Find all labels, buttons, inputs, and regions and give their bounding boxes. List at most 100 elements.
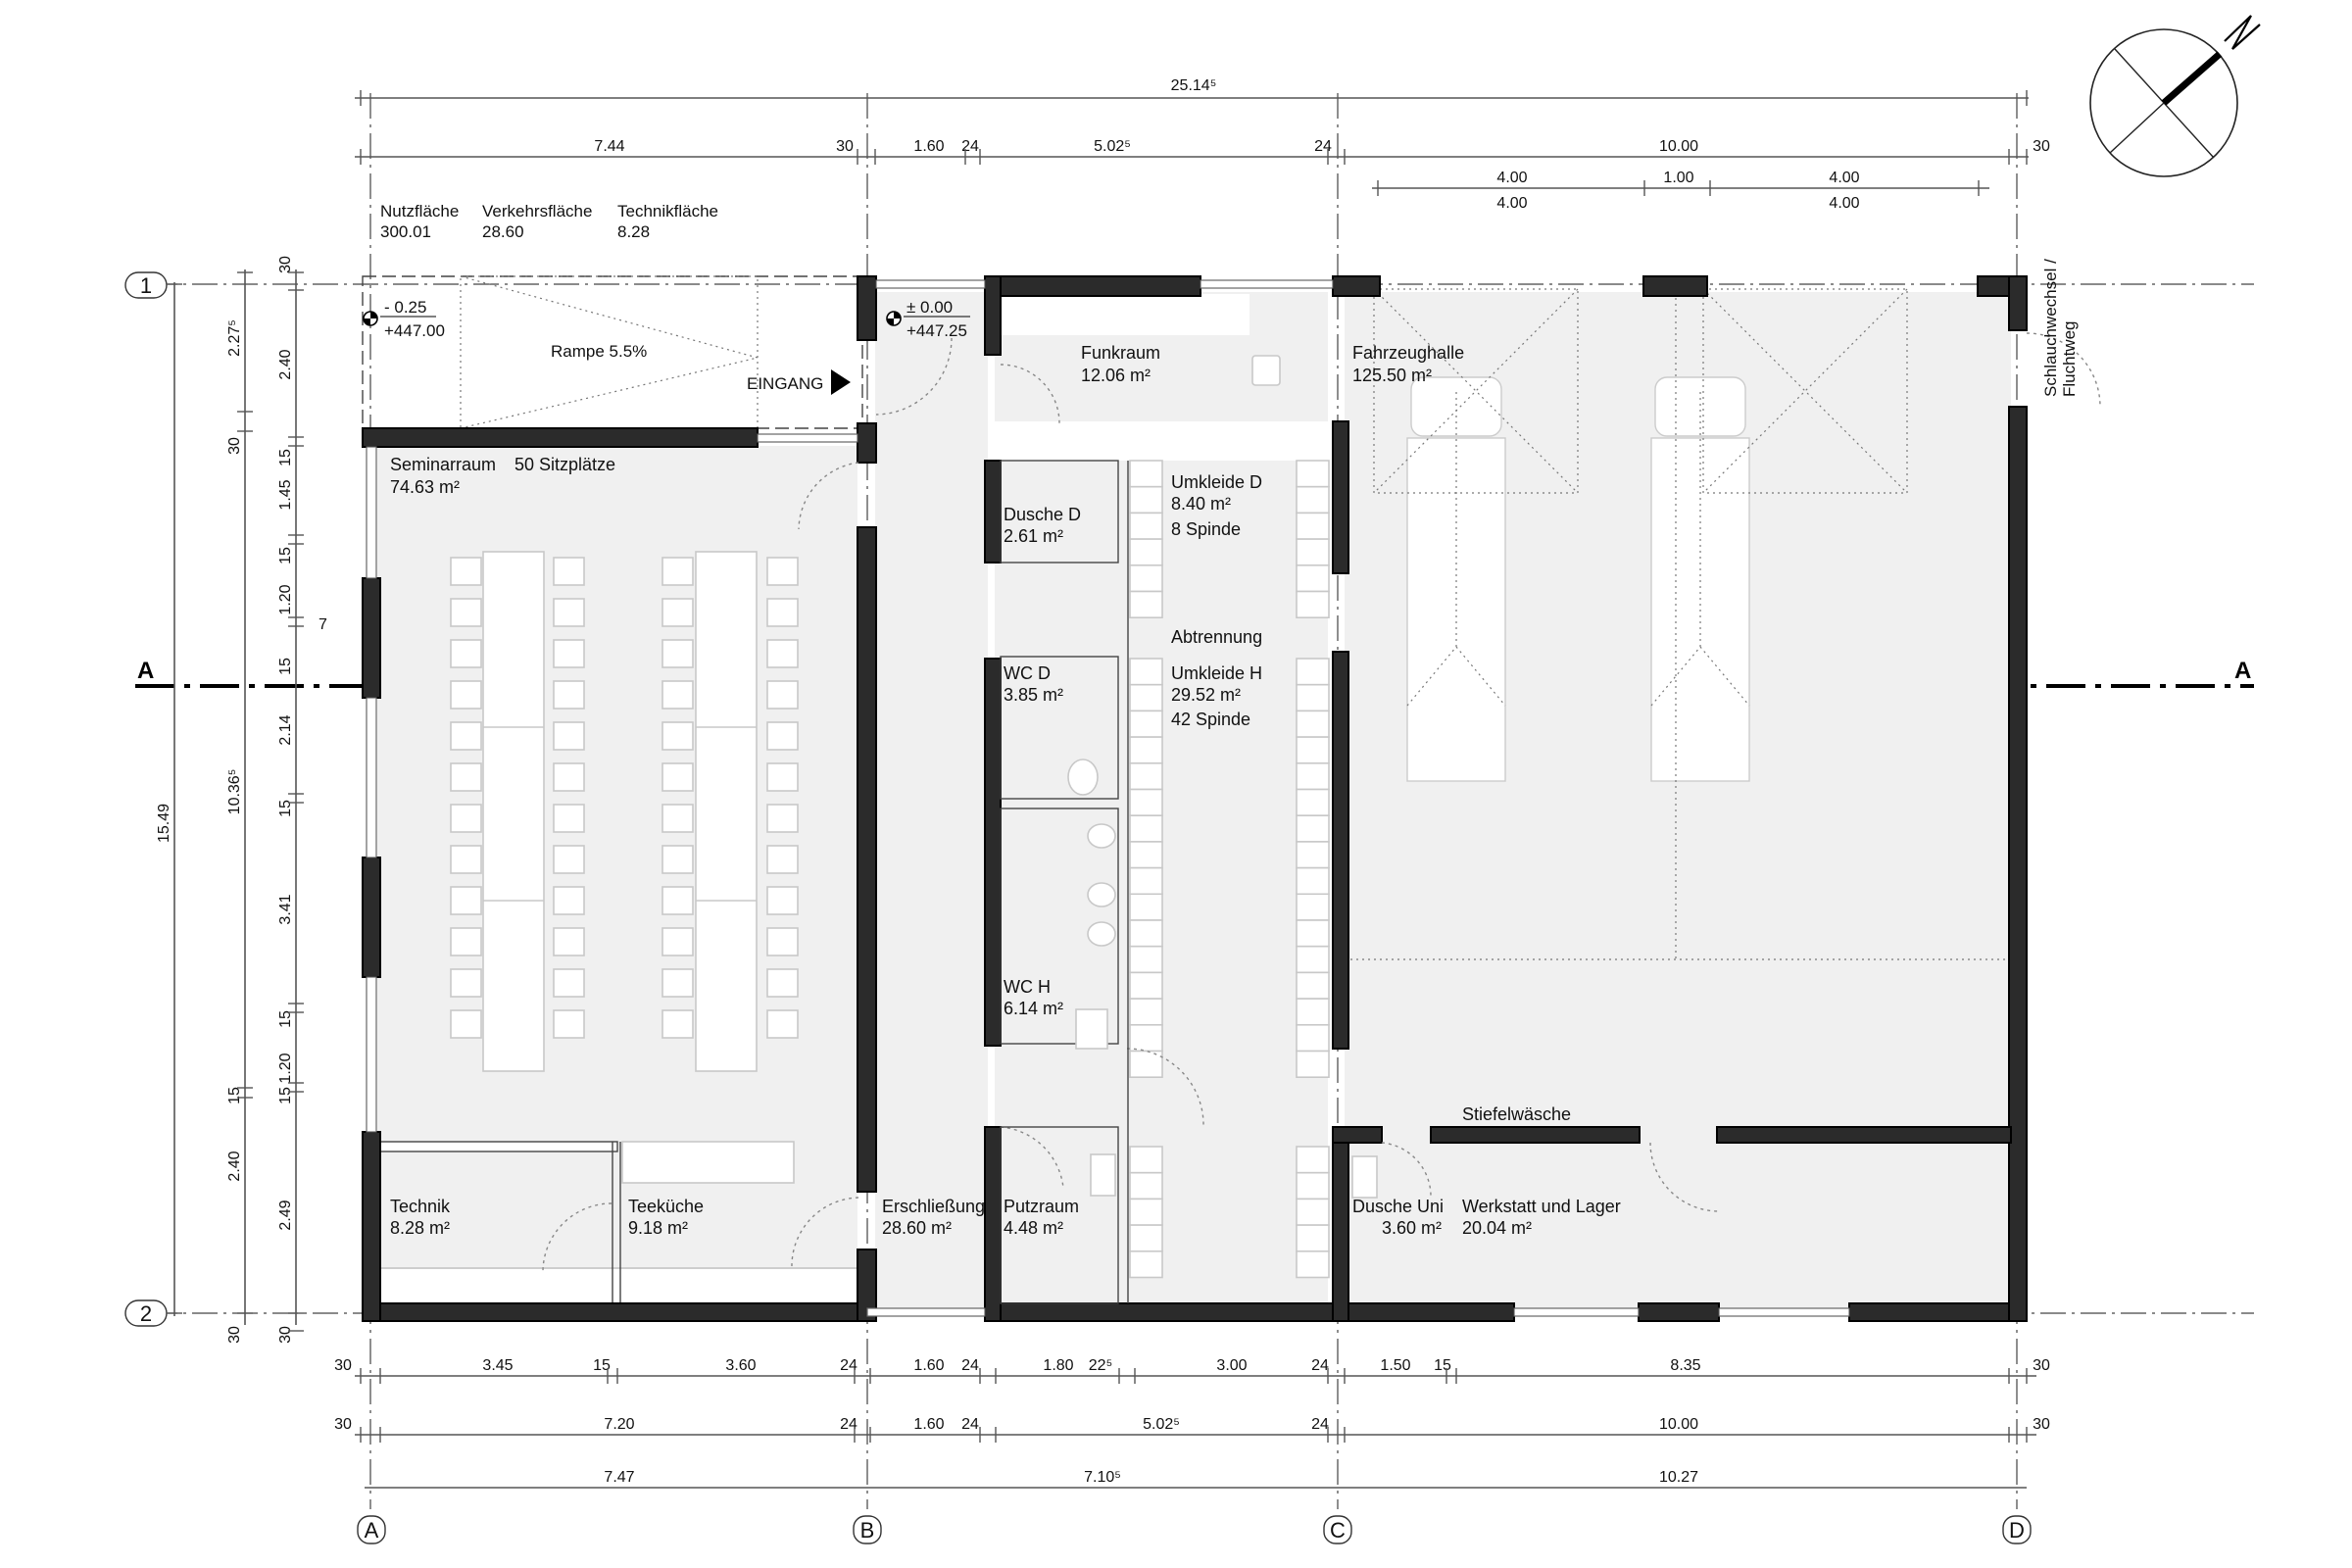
dimensions-bottom: 30 3.45 15 3.60 24 1.60 24 1.80 22⁵ 3.00… [334, 1357, 2050, 1489]
svg-text:8.28 m²: 8.28 m² [390, 1218, 450, 1238]
garage-door-swings [1345, 288, 2011, 960]
svg-text:30: 30 [277, 256, 294, 273]
svg-text:2.14: 2.14 [277, 714, 294, 745]
svg-text:1.60: 1.60 [913, 1357, 944, 1374]
svg-text:Schlauchwechsel /: Schlauchwechsel / [2041, 259, 2060, 397]
svg-text:Putzraum: Putzraum [1004, 1197, 1079, 1216]
svg-text:7.47: 7.47 [604, 1469, 634, 1486]
svg-text:7.20: 7.20 [604, 1416, 634, 1433]
svg-text:Werkstatt und Lager: Werkstatt und Lager [1462, 1197, 1621, 1216]
svg-text:12.06 m²: 12.06 m² [1081, 366, 1151, 385]
svg-text:10.27: 10.27 [1659, 1469, 1698, 1486]
svg-text:1: 1 [140, 273, 152, 298]
vehicle-2 [1650, 376, 1750, 782]
stiefelwaesche-label: Stiefelwäsche [1462, 1104, 1571, 1124]
svg-text:8.35: 8.35 [1670, 1357, 1700, 1374]
svg-text:300.01: 300.01 [380, 222, 431, 241]
svg-text:15: 15 [593, 1357, 611, 1374]
svg-text:Fahrzeughalle: Fahrzeughalle [1352, 343, 1464, 363]
svg-text:1.00: 1.00 [1663, 170, 1693, 186]
abtrennung-label: Abtrennung [1171, 627, 1262, 647]
svg-text:Seminarraum: Seminarraum [390, 455, 496, 474]
svg-text:3.60: 3.60 [725, 1357, 756, 1374]
room-putzraum: Putzraum 4.48 m² [1004, 1197, 1079, 1238]
room-werkstatt: Werkstatt und Lager 20.04 m² [1462, 1197, 1621, 1238]
svg-text:Teeküche: Teeküche [628, 1197, 704, 1216]
dimensions-top: 25.14⁵ 7.44 30 1.60 24 5.02⁵ 24 10.00 30… [355, 77, 2050, 212]
svg-text:2: 2 [140, 1301, 152, 1326]
room-umkleide-h: Umkleide H 29.52 m² 42 Spinde [1171, 663, 1262, 729]
svg-text:15: 15 [277, 658, 294, 675]
svg-text:7: 7 [318, 616, 327, 633]
svg-text:2.61 m²: 2.61 m² [1004, 526, 1063, 546]
svg-text:± 0.00: ± 0.00 [906, 298, 953, 317]
svg-text:42 Spinde: 42 Spinde [1171, 710, 1250, 729]
svg-text:50 Sitzplätze: 50 Sitzplätze [514, 455, 615, 474]
svg-text:15: 15 [1434, 1357, 1451, 1374]
svg-text:WC D: WC D [1004, 663, 1051, 683]
grid-bubble-d: D [2002, 1515, 2032, 1544]
room-funkraum: Funkraum 12.06 m² [1081, 343, 1281, 386]
svg-text:7.44: 7.44 [594, 138, 624, 155]
entrance-arrow-icon [831, 369, 851, 395]
svg-text:3.41: 3.41 [277, 894, 294, 924]
room-erschliessung: Erschließung 28.60 m² [882, 1197, 985, 1238]
svg-text:28.60: 28.60 [482, 222, 524, 241]
svg-text:15: 15 [277, 1010, 294, 1028]
svg-text:125.50 m²: 125.50 m² [1352, 366, 1432, 385]
svg-text:1.80: 1.80 [1043, 1357, 1073, 1374]
svg-text:+447.00: +447.00 [384, 321, 445, 340]
svg-text:+447.25: +447.25 [906, 321, 967, 340]
svg-text:30: 30 [2033, 1416, 2050, 1433]
svg-text:2.49: 2.49 [277, 1200, 294, 1230]
svg-text:5.02⁵: 5.02⁵ [1094, 138, 1131, 155]
room-seminar: Seminarraum 74.63 m² 50 Sitzplätze [390, 455, 615, 497]
svg-text:29.52 m²: 29.52 m² [1171, 685, 1241, 705]
wet-room-partitions [1000, 460, 1378, 1304]
svg-text:Umkleide D: Umkleide D [1171, 472, 1262, 492]
svg-text:30: 30 [836, 138, 854, 155]
schlauchwechsel-label: Schlauchwechsel / Fluchtweg [2041, 259, 2079, 397]
lockers [1129, 460, 1330, 1279]
svg-text:1.60: 1.60 [913, 1416, 944, 1433]
svg-text:9.18 m²: 9.18 m² [628, 1218, 688, 1238]
svg-text:4.00: 4.00 [1829, 195, 1859, 212]
svg-text:20.04 m²: 20.04 m² [1462, 1218, 1532, 1238]
svg-text:24: 24 [840, 1357, 858, 1374]
svg-text:5.02⁵: 5.02⁵ [1143, 1416, 1180, 1433]
svg-text:6.14 m²: 6.14 m² [1004, 999, 1063, 1018]
room-wc-d: WC D 3.85 m² [1004, 663, 1063, 705]
svg-text:B: B [860, 1518, 875, 1543]
area-summary: Nutzfläche 300.01 Verkehrsfläche 28.60 T… [380, 202, 718, 241]
kitchen-counters [376, 1141, 859, 1306]
svg-text:15: 15 [277, 449, 294, 466]
room-technik: Technik 8.28 m² [390, 1197, 451, 1238]
svg-text:30: 30 [226, 437, 243, 455]
svg-text:15: 15 [277, 800, 294, 817]
svg-text:24: 24 [961, 1357, 979, 1374]
svg-text:15: 15 [226, 1087, 243, 1104]
svg-text:10.36⁵: 10.36⁵ [226, 769, 243, 815]
svg-text:8.28: 8.28 [617, 222, 650, 241]
svg-text:24: 24 [1311, 1416, 1329, 1433]
svg-text:4.00: 4.00 [1496, 170, 1527, 186]
windows [366, 279, 1850, 1317]
vehicle-1 [1406, 376, 1506, 782]
svg-text:30: 30 [2033, 1357, 2050, 1374]
room-umkleide-d: Umkleide D 8.40 m² 8 Spinde [1171, 472, 1262, 539]
svg-text:30: 30 [226, 1326, 243, 1344]
svg-text:30: 30 [334, 1416, 352, 1433]
svg-text:22⁵: 22⁵ [1089, 1357, 1112, 1374]
svg-text:24: 24 [840, 1416, 858, 1433]
svg-text:4.00: 4.00 [1829, 170, 1859, 186]
grid-bubble-c: C [1323, 1515, 1352, 1544]
svg-text:1.20: 1.20 [277, 1053, 294, 1083]
grid-bubble-1: 1 [124, 271, 168, 299]
svg-text:30: 30 [2033, 138, 2050, 155]
svg-text:C: C [1330, 1518, 1346, 1543]
svg-text:4.48 m²: 4.48 m² [1004, 1218, 1063, 1238]
room-dusche-d: Dusche D 2.61 m² [1004, 505, 1081, 546]
grid-bubble-b: B [853, 1515, 882, 1544]
svg-text:30: 30 [334, 1357, 352, 1374]
